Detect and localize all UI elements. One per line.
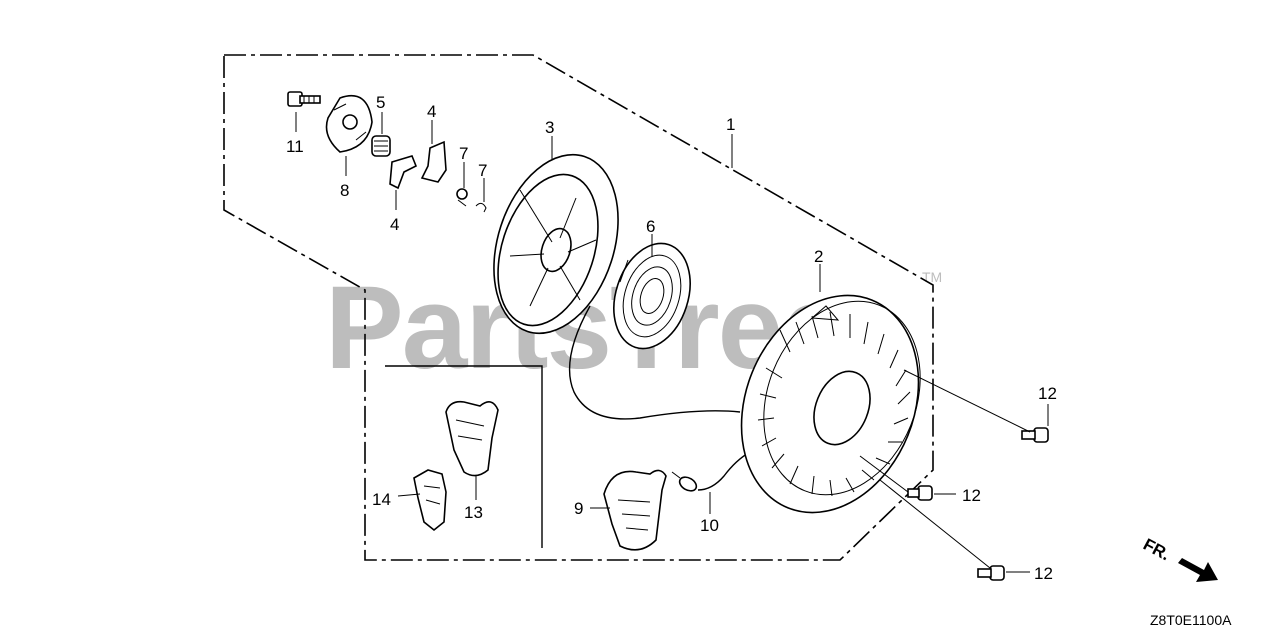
front-direction-label: FR. bbox=[1140, 535, 1173, 565]
arrow-icon bbox=[1178, 558, 1218, 582]
callout-14: 14 bbox=[372, 490, 391, 509]
callout-12-c: 12 bbox=[1034, 564, 1053, 583]
callout-7-a: 7 bbox=[459, 144, 468, 163]
callout-10: 10 bbox=[700, 516, 719, 535]
assembly-outline bbox=[223, 54, 934, 561]
callout-7-b: 7 bbox=[478, 161, 487, 180]
part-4-ratchet-upper bbox=[420, 140, 447, 183]
callout-9: 9 bbox=[574, 499, 583, 518]
callout-4-upper: 4 bbox=[427, 102, 436, 121]
part-12-bolt-c bbox=[977, 565, 1005, 581]
part-3-reel bbox=[493, 153, 619, 335]
part-13-grip bbox=[445, 400, 499, 477]
part-4-ratchet-lower bbox=[389, 155, 418, 190]
callout-2: 2 bbox=[814, 247, 823, 266]
part-5-spring bbox=[371, 135, 391, 157]
part-7-spring-b bbox=[475, 202, 487, 213]
part-12-bolt-b bbox=[907, 485, 933, 501]
part-6-recoil-spring bbox=[613, 242, 691, 350]
callout-1: 1 bbox=[726, 115, 735, 134]
callout-3: 3 bbox=[545, 118, 554, 137]
callout-12-a: 12 bbox=[1038, 384, 1057, 403]
callout-8: 8 bbox=[340, 181, 349, 200]
front-direction-indicator: FR. bbox=[1140, 535, 1218, 582]
callout-11: 11 bbox=[286, 137, 304, 156]
callout-6: 6 bbox=[646, 217, 655, 236]
part-2-starter-case bbox=[740, 294, 921, 514]
part-14-grip-insert bbox=[413, 469, 447, 532]
starter-rope-lower bbox=[697, 451, 751, 491]
part-10-rope-tie bbox=[671, 471, 698, 492]
callout-13: 13 bbox=[464, 503, 483, 522]
part-11-bolt bbox=[287, 91, 321, 107]
handle-kit-bracket bbox=[385, 365, 543, 548]
leader-lines bbox=[295, 112, 1049, 573]
diagram-code: Z8T0E1100A bbox=[1150, 612, 1232, 628]
callout-5: 5 bbox=[376, 93, 385, 112]
part-8-ratchet-plate bbox=[325, 94, 373, 153]
watermark-trademark: TM bbox=[922, 269, 942, 285]
starter-rope bbox=[568, 305, 741, 420]
part-9-starter-grip bbox=[603, 469, 667, 551]
callout-12-b: 12 bbox=[962, 486, 981, 505]
part-7-spring-a bbox=[456, 188, 468, 207]
callout-4-lower: 4 bbox=[390, 215, 399, 234]
